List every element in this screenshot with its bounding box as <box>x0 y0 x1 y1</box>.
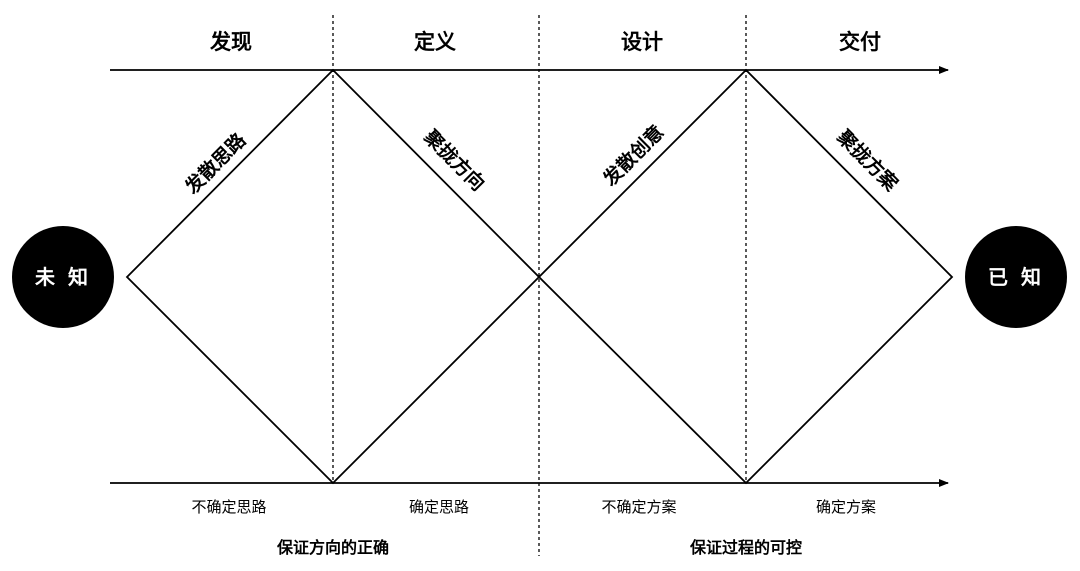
diagonal-label-converge-direction: 聚拢方向 <box>419 125 490 196</box>
bottom-label: 不确定思路 <box>191 498 266 516</box>
phase-title-design: 设计 <box>621 30 663 54</box>
phase-title-define: 定义 <box>414 30 456 54</box>
phase-title-deliver: 交付 <box>839 30 881 54</box>
bottom-label: 确定思路 <box>409 498 469 516</box>
bottom-label: 确定方案 <box>816 498 876 516</box>
bottom-label: 不确定方案 <box>601 498 676 516</box>
summary-left: 保证方向的正确 <box>276 538 389 557</box>
phase-title-discover: 发现 <box>209 30 252 54</box>
start-circle <box>12 226 114 328</box>
start-circle-label: 未 知 <box>35 265 91 289</box>
end-circle-label: 已 知 <box>988 265 1044 289</box>
diagonal-label-converge-solution: 聚拢方案 <box>832 125 903 196</box>
diamond-right <box>537 68 954 485</box>
end-circle <box>965 226 1067 328</box>
diagonal-label-diverge-concepts: 发散创意 <box>598 120 669 191</box>
summary-right: 保证过程的可控 <box>689 538 802 557</box>
